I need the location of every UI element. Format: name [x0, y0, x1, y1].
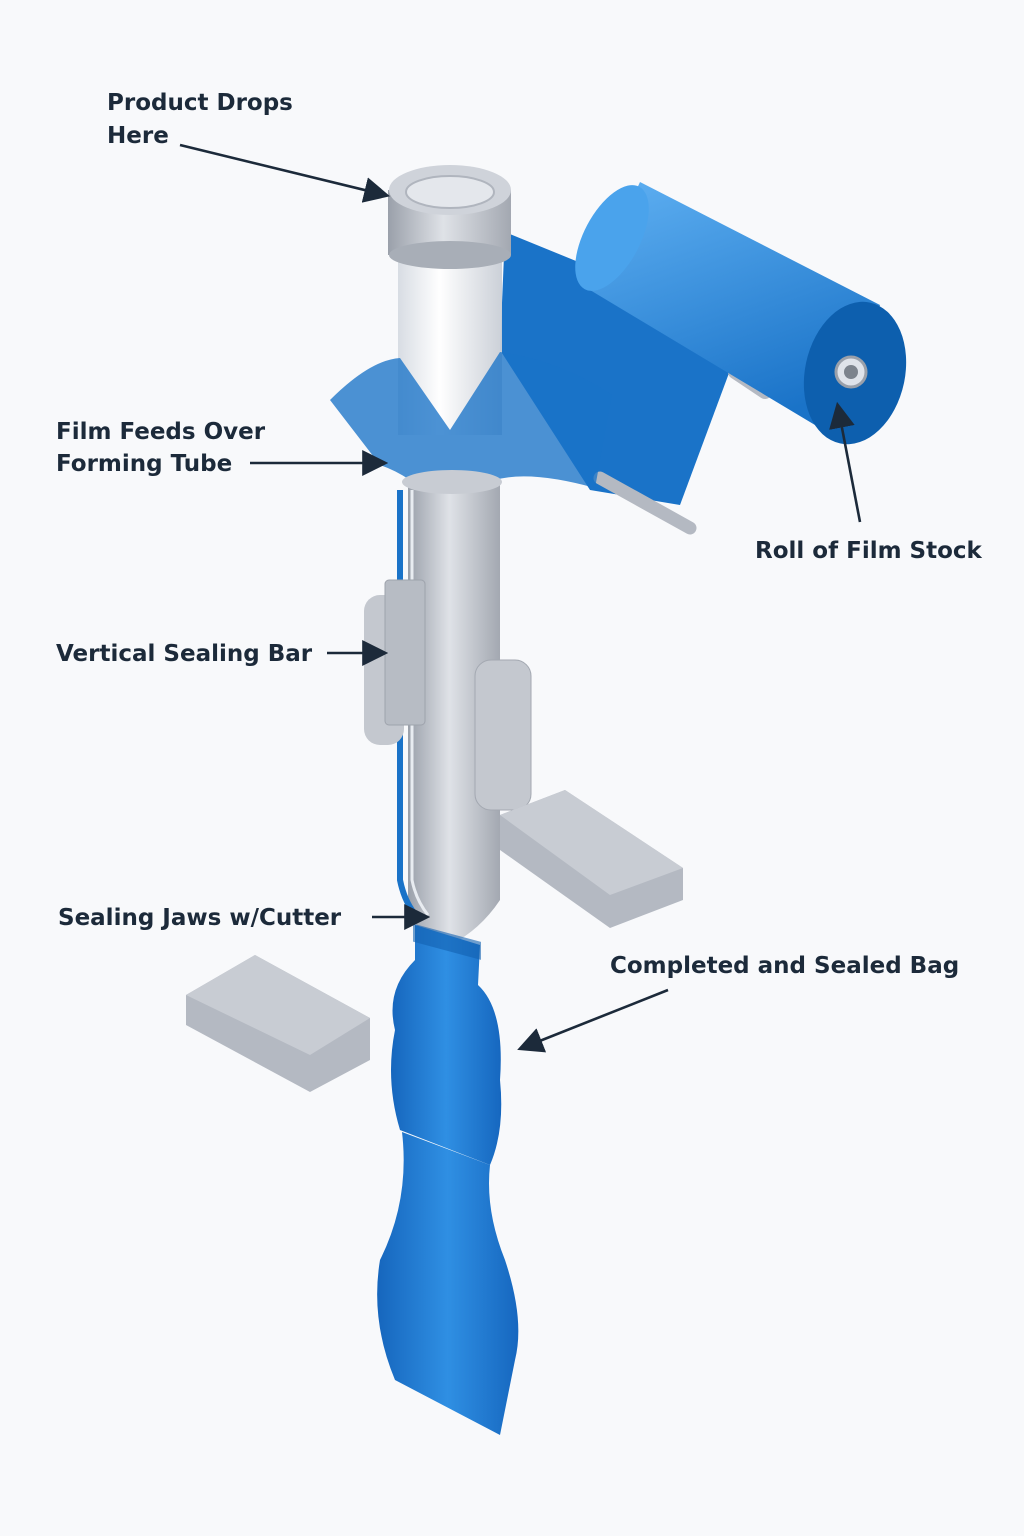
back-sealing-bar: [474, 659, 532, 811]
arrow-product-drops: [179, 143, 391, 203]
label-product-drops-line2: Here: [107, 123, 169, 149]
label-product-drops-line1: Product Drops: [107, 90, 293, 116]
sealing-jaw-right: [500, 790, 683, 928]
guide-rod: [593, 471, 697, 535]
arrow-roll: [829, 401, 862, 523]
completed-bag: [377, 1132, 519, 1435]
label-completed-bag: Completed and Sealed Bag: [610, 953, 959, 979]
bag-forming: [391, 925, 502, 1165]
label-roll: Roll of Film Stock: [755, 538, 983, 564]
label-sealing-jaws: Sealing Jaws w/Cutter: [58, 905, 342, 931]
sealing-jaw-left: [186, 955, 370, 1092]
label-film-feeds-line2: Forming Tube: [56, 451, 232, 477]
feed-hopper: [388, 165, 511, 269]
vertical-sealing-bar: [364, 579, 426, 745]
arrow-completed-bag: [517, 988, 669, 1053]
forming-collar: [330, 352, 612, 488]
label-film-feeds-line1: Film Feeds Over: [56, 419, 266, 445]
label-vertical-bar: Vertical Sealing Bar: [56, 641, 313, 667]
forming-tube: [408, 480, 500, 945]
